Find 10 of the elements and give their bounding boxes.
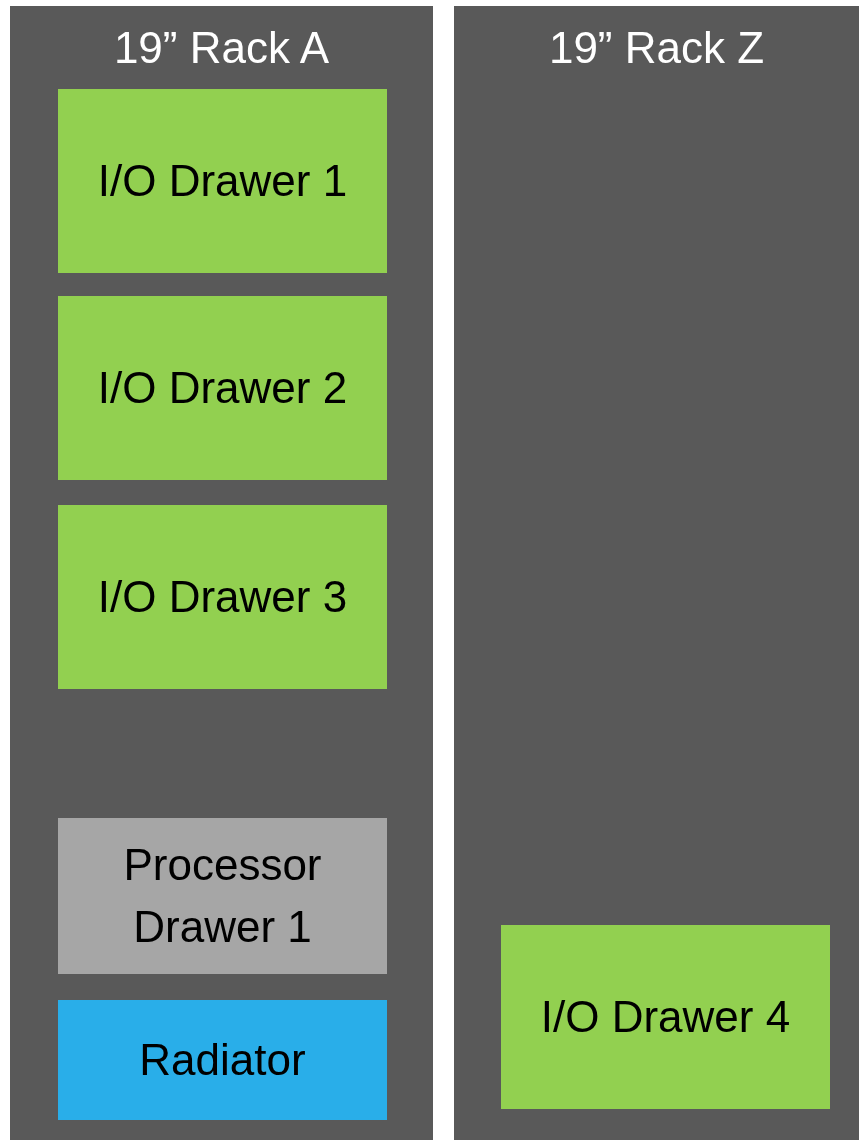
io-drawer-box: I/O Drawer 2 [58, 296, 387, 480]
rack-title: 19” Rack A [112, 24, 331, 73]
io-drawer-box: I/O Drawer 3 [58, 505, 387, 689]
io-drawer-box: I/O Drawer 1 [58, 89, 387, 273]
processor-drawer-box: Processor Drawer 1 [58, 818, 387, 974]
radiator-box: Radiator [58, 1000, 387, 1120]
rack-title: 19” Rack Z [547, 24, 766, 73]
rack-panel [454, 6, 859, 1140]
io-drawer-box: I/O Drawer 4 [501, 925, 830, 1109]
rack-panel [10, 6, 433, 1140]
